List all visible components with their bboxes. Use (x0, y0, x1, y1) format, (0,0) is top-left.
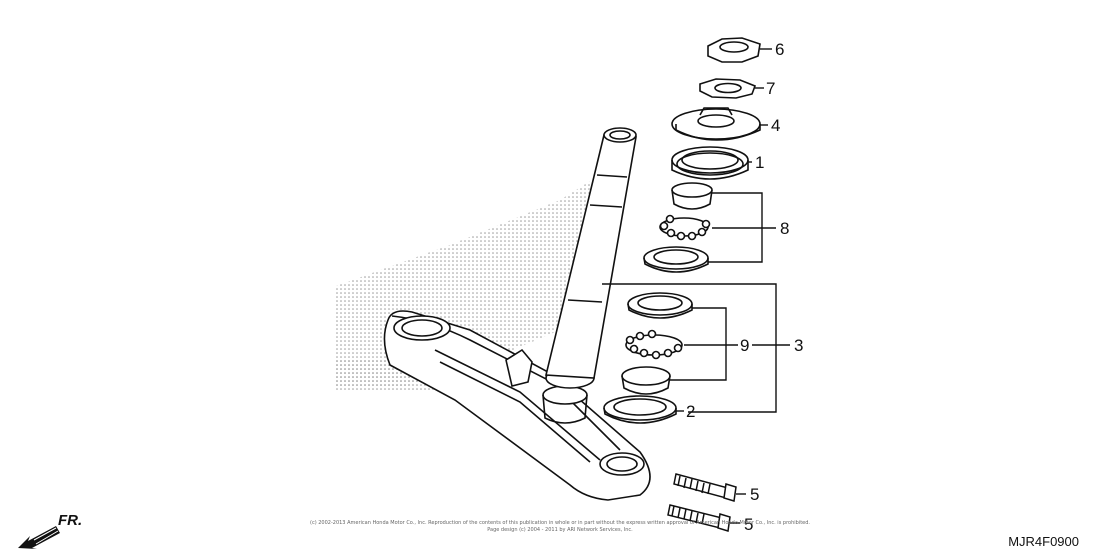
callout-5-upper: 5 (750, 485, 759, 504)
page-design-line: Page design (c) 2004 - 2011 by ARI Netwo… (487, 527, 633, 533)
callout-8: 8 (780, 219, 789, 238)
adjusting-nut-part (671, 107, 761, 141)
lock-nut-part (707, 37, 761, 63)
callout-1: 1 (755, 153, 764, 172)
callout-4: 4 (771, 116, 780, 135)
bracket-8 (708, 192, 776, 263)
callout-5-lower: 5 (744, 515, 753, 534)
callout-2: 2 (686, 402, 695, 421)
bracket-9 (670, 307, 738, 381)
flange-bolt-upper-part (673, 473, 737, 502)
front-direction-label: FR. (58, 512, 82, 529)
callout-6: 6 (775, 40, 784, 59)
dust-seal-part (671, 146, 749, 180)
front-direction-arrow-icon (18, 526, 60, 549)
upper-bearing-set-part (643, 182, 713, 273)
lower-bearing-set-part (621, 292, 693, 395)
lock-washer-part (699, 78, 757, 99)
callout-9: 9 (740, 336, 749, 355)
callout-3: 3 (794, 336, 803, 355)
steering-stem (383, 127, 651, 501)
copyright-line: (c) 2002-2013 American Honda Motor Co., … (310, 520, 810, 526)
callout-7: 7 (766, 79, 775, 98)
lower-dust-seal-part (603, 395, 677, 424)
diagram-code: MJR4F0900 (1008, 534, 1079, 549)
copyright-notice: (c) 2002-2013 American Honda Motor Co., … (310, 520, 810, 534)
flange-bolt-lower-part (667, 504, 731, 532)
bracket-3 (602, 283, 790, 413)
